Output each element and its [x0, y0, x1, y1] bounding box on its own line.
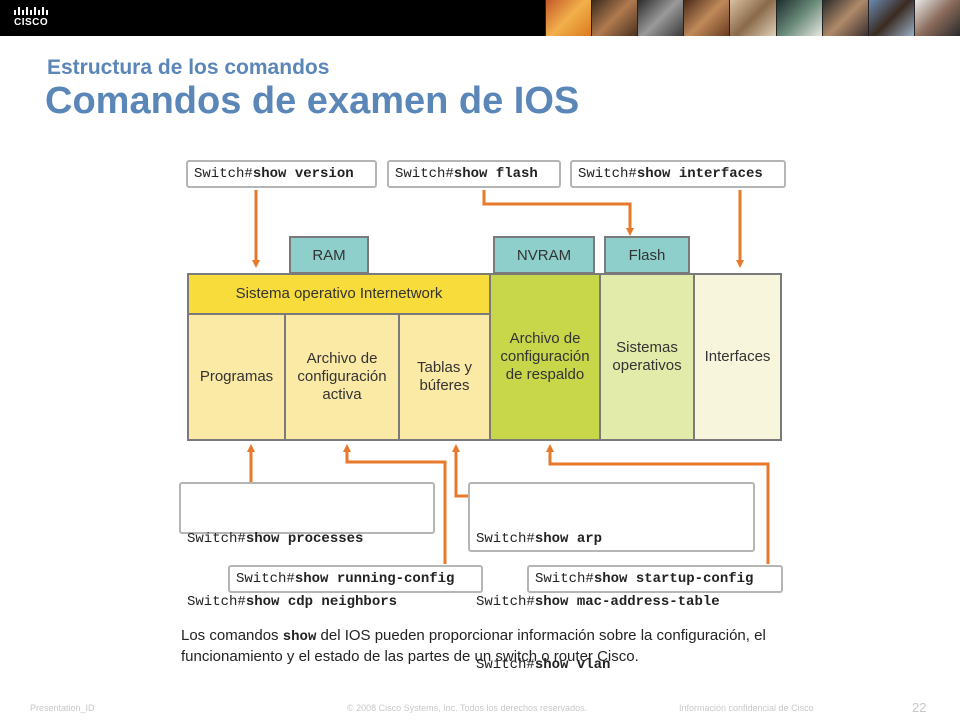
- cisco-logo-icon: [14, 7, 48, 15]
- ios-block: Sistema operativo Internetwork: [187, 273, 491, 315]
- operating-systems-block: Sistemas operativos: [599, 273, 695, 441]
- photo-7: [821, 0, 868, 36]
- cmd-show-cdp-neighbors: Switch#show cdp neighbors: [187, 594, 398, 610]
- photo-1: [545, 0, 592, 36]
- diagram-caption: Los comandos show del IOS pueden proporc…: [181, 627, 766, 665]
- photo-3: [637, 0, 684, 36]
- running-config-block: Archivo de configuración activa: [284, 313, 400, 441]
- cmd-show-vlan: Switch#show vlan: [476, 657, 611, 673]
- photo-9: [913, 0, 960, 36]
- cmd-show-startup-config: Switch#show startup-config: [527, 565, 783, 593]
- tab-ram: RAM: [289, 236, 369, 274]
- cmd-arp-mac-vlan: Switch#show arp Switch#show mac-address-…: [468, 482, 755, 673]
- page-number: 22: [912, 700, 927, 715]
- backup-config-block: Archivo de configuración de respaldo: [489, 273, 601, 441]
- header-photo-strip: [545, 0, 960, 36]
- arrow-show-flash: [482, 190, 634, 236]
- photo-5: [729, 0, 776, 36]
- photo-4: [683, 0, 730, 36]
- photo-2: [591, 0, 638, 36]
- cmd-show-interfaces: Switch#show interfaces: [570, 160, 786, 188]
- cmd-processes-cdp: Switch#show processes Switch#show cdp ne…: [179, 482, 435, 610]
- cisco-logo-text: CISCO: [14, 17, 49, 28]
- footer-presentation-id: Presentation_ID: [30, 703, 95, 713]
- cmd-show-flash: Switch#show flash: [387, 160, 561, 188]
- top-banner: CISCO: [0, 0, 960, 36]
- cmd-show-processes: Switch#show processes: [187, 531, 364, 547]
- photo-6: [775, 0, 822, 36]
- slide-subtitle: Estructura de los comandos: [47, 56, 330, 79]
- arrow-show-arp: [452, 444, 469, 498]
- tab-nvram: NVRAM: [493, 236, 595, 274]
- interfaces-block: Interfaces: [693, 273, 782, 441]
- slide-title: Comandos de examen de IOS: [45, 80, 580, 122]
- photo-8: [867, 0, 914, 36]
- cmd-show-running-config: Switch#show running-config: [228, 565, 483, 593]
- cmd-show-version: Switch#show version: [186, 160, 377, 188]
- footer-confidential: Información confidencial de Cisco: [679, 703, 814, 713]
- programs-block: Programas: [187, 313, 286, 441]
- arrow-running-config: [343, 444, 447, 564]
- arrow-startup-config: [546, 444, 770, 564]
- cmd-show-mac-address-table: Switch#show mac-address-table: [476, 594, 720, 610]
- footer-copyright: © 2008 Cisco Systems, Inc. Todos los der…: [347, 703, 588, 713]
- tab-flash: Flash: [604, 236, 690, 274]
- cmd-show-arp: Switch#show arp: [476, 531, 603, 547]
- tables-buffers-block: Tablas y búferes: [398, 313, 491, 441]
